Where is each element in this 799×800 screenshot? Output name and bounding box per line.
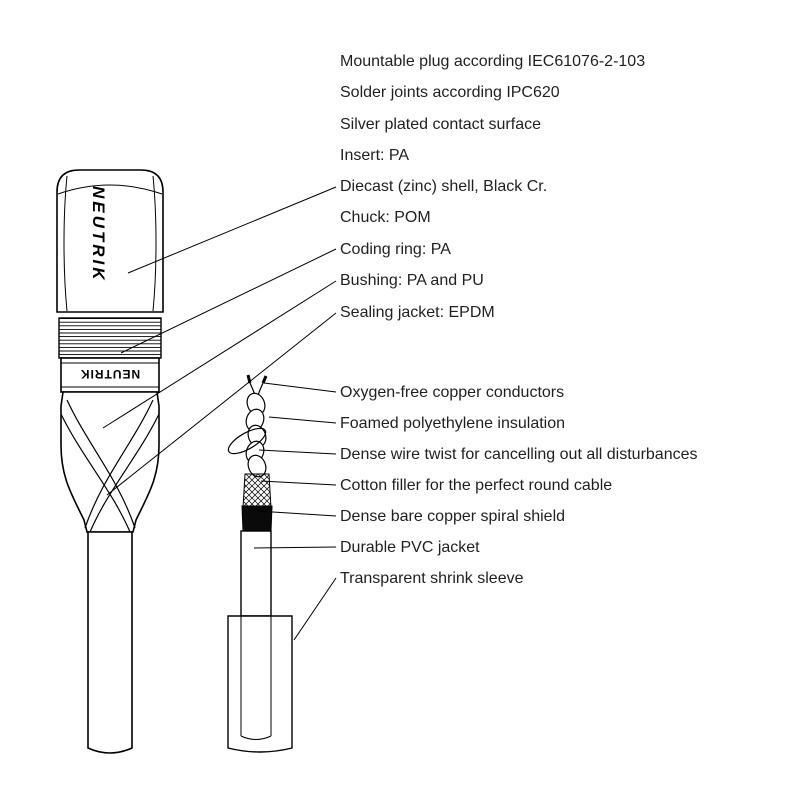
label-contact-surface: Silver plated contact surface	[340, 116, 541, 133]
leader-wire-twist	[258, 449, 337, 455]
leader-shrink-sleeve	[293, 577, 337, 641]
cable-cutaway-drawing	[227, 374, 293, 753]
label-insert: Insert: PA	[340, 147, 409, 164]
leader-conductors	[263, 382, 337, 393]
leader-spiral-shield	[256, 510, 337, 517]
leader-cotton-filler	[260, 480, 337, 486]
brand-logo-shell: NEUTRIK	[89, 186, 108, 283]
label-sealing-jacket: Sealing jacket: EPDM	[340, 304, 495, 321]
label-conductors: Oxygen-free copper conductors	[340, 384, 564, 401]
label-pvc-jacket: Durable PVC jacket	[340, 539, 480, 556]
leader-coding-ring	[120, 248, 337, 354]
leader-sealing-jacket	[106, 312, 337, 496]
leader-diecast-shell	[127, 186, 337, 274]
leader-pvc-jacket	[253, 546, 337, 549]
label-cotton-filler: Cotton filler for the perfect round cabl…	[340, 477, 612, 494]
plug-boot-groove-b2	[89, 413, 160, 533]
label-diecast-shell: Diecast (zinc) shell, Black Cr.	[340, 178, 547, 195]
plug-cable	[87, 531, 133, 754]
pvc-jacket	[240, 530, 272, 617]
plug-shell-right-contour	[152, 175, 157, 312]
leader-bushing	[102, 280, 337, 429]
leader-lines	[102, 186, 337, 641]
label-bushing: Bushing: PA and PU	[340, 272, 484, 289]
plug-shell	[56, 169, 164, 313]
label-shrink-sleeve: Transparent shrink sleeve	[340, 570, 524, 587]
spiral-shield-dense	[241, 505, 273, 532]
label-coding-ring: Coding ring: PA	[340, 241, 451, 258]
leader-insulation	[268, 416, 337, 424]
label-wire-twist: Dense wire twist for cancelling out all …	[340, 446, 698, 463]
xlr-plug-drawing: NEUTRIK NEUTRIK	[56, 169, 164, 754]
label-solder-joints: Solder joints according IPC620	[340, 84, 560, 101]
plug-boot-groove-b1	[84, 399, 154, 529]
label-spiral-shield: Dense bare copper spiral shield	[340, 508, 565, 525]
label-chuck: Chuck: POM	[340, 209, 431, 226]
twist-loop-ellipse	[227, 427, 267, 455]
plug-boot-groove-a2	[60, 413, 131, 533]
label-insulation: Foamed polyethylene insulation	[340, 415, 565, 432]
brand-logo-ring: NEUTRIK	[80, 367, 140, 381]
plug-shell-left-contour	[63, 175, 68, 312]
shrink-sleeve	[227, 615, 293, 753]
plug-shell-top-contour	[57, 184, 163, 195]
plug-brand-ring	[60, 357, 160, 393]
spiral-shield-braid	[242, 473, 272, 509]
labels: Mountable plug according IEC61076-2-103 …	[340, 53, 698, 587]
sleeve-inner-cable-end	[240, 735, 272, 740]
twisted-pair	[245, 392, 267, 478]
plug-boot-groove-a1	[66, 399, 136, 529]
conductor-tip-right	[261, 375, 268, 384]
plug-boot	[60, 391, 160, 533]
plug-coding-ring	[58, 317, 162, 359]
label-mountable-plug: Mountable plug according IEC61076-2-103	[340, 53, 645, 70]
